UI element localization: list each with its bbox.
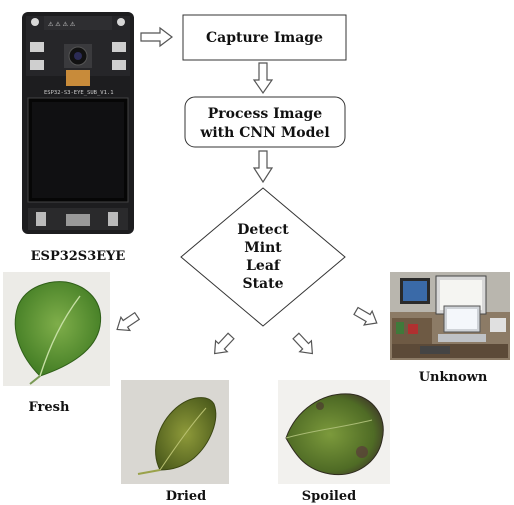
fresh-label: Fresh: [29, 400, 70, 415]
fresh-leaf-image: [3, 272, 110, 386]
device-label: ESP32S3EYE: [31, 249, 126, 264]
detect-decision-diamond: [180, 187, 346, 327]
detect-text-line4: State: [242, 276, 283, 292]
dried-label: Dried: [166, 489, 206, 504]
detect-text-line3: Leaf: [246, 258, 281, 274]
arrow-to-capture: [140, 26, 173, 48]
process-image-text-line2: with CNN Model: [199, 125, 329, 141]
unknown-label: Unknown: [419, 370, 488, 385]
dried-leaf-image: [121, 380, 229, 484]
unknown-desk-image: [390, 272, 510, 360]
arrow-to-fresh: [116, 311, 141, 332]
process-image-text-line1: Process Image: [208, 106, 323, 122]
process-image-box: [184, 96, 346, 148]
svg-text:⚠ ⚠ ⚠ ⚠: ⚠ ⚠ ⚠ ⚠: [48, 21, 76, 28]
spoiled-label: Spoiled: [302, 489, 356, 504]
spoiled-leaf-image: [278, 380, 390, 484]
arrow-to-dried: [213, 332, 235, 355]
arrow-to-spoiled: [292, 332, 314, 355]
capture-image-text: Capture Image: [206, 30, 323, 46]
arrow-to-detect: [252, 150, 274, 184]
board-silkscreen: ESP32-S3-EYE_SUB_V1.1: [44, 90, 114, 96]
arrow-to-unknown: [353, 306, 378, 326]
arrow-to-process: [252, 62, 274, 95]
detect-text-line2: Mint: [244, 240, 282, 256]
capture-image-box: [182, 14, 347, 61]
esp32-board-image: ⚠ ⚠ ⚠ ⚠ ESP32-S3-EYE_SUB_V1.1: [22, 12, 134, 234]
detect-text-line1: Detect: [237, 222, 289, 238]
